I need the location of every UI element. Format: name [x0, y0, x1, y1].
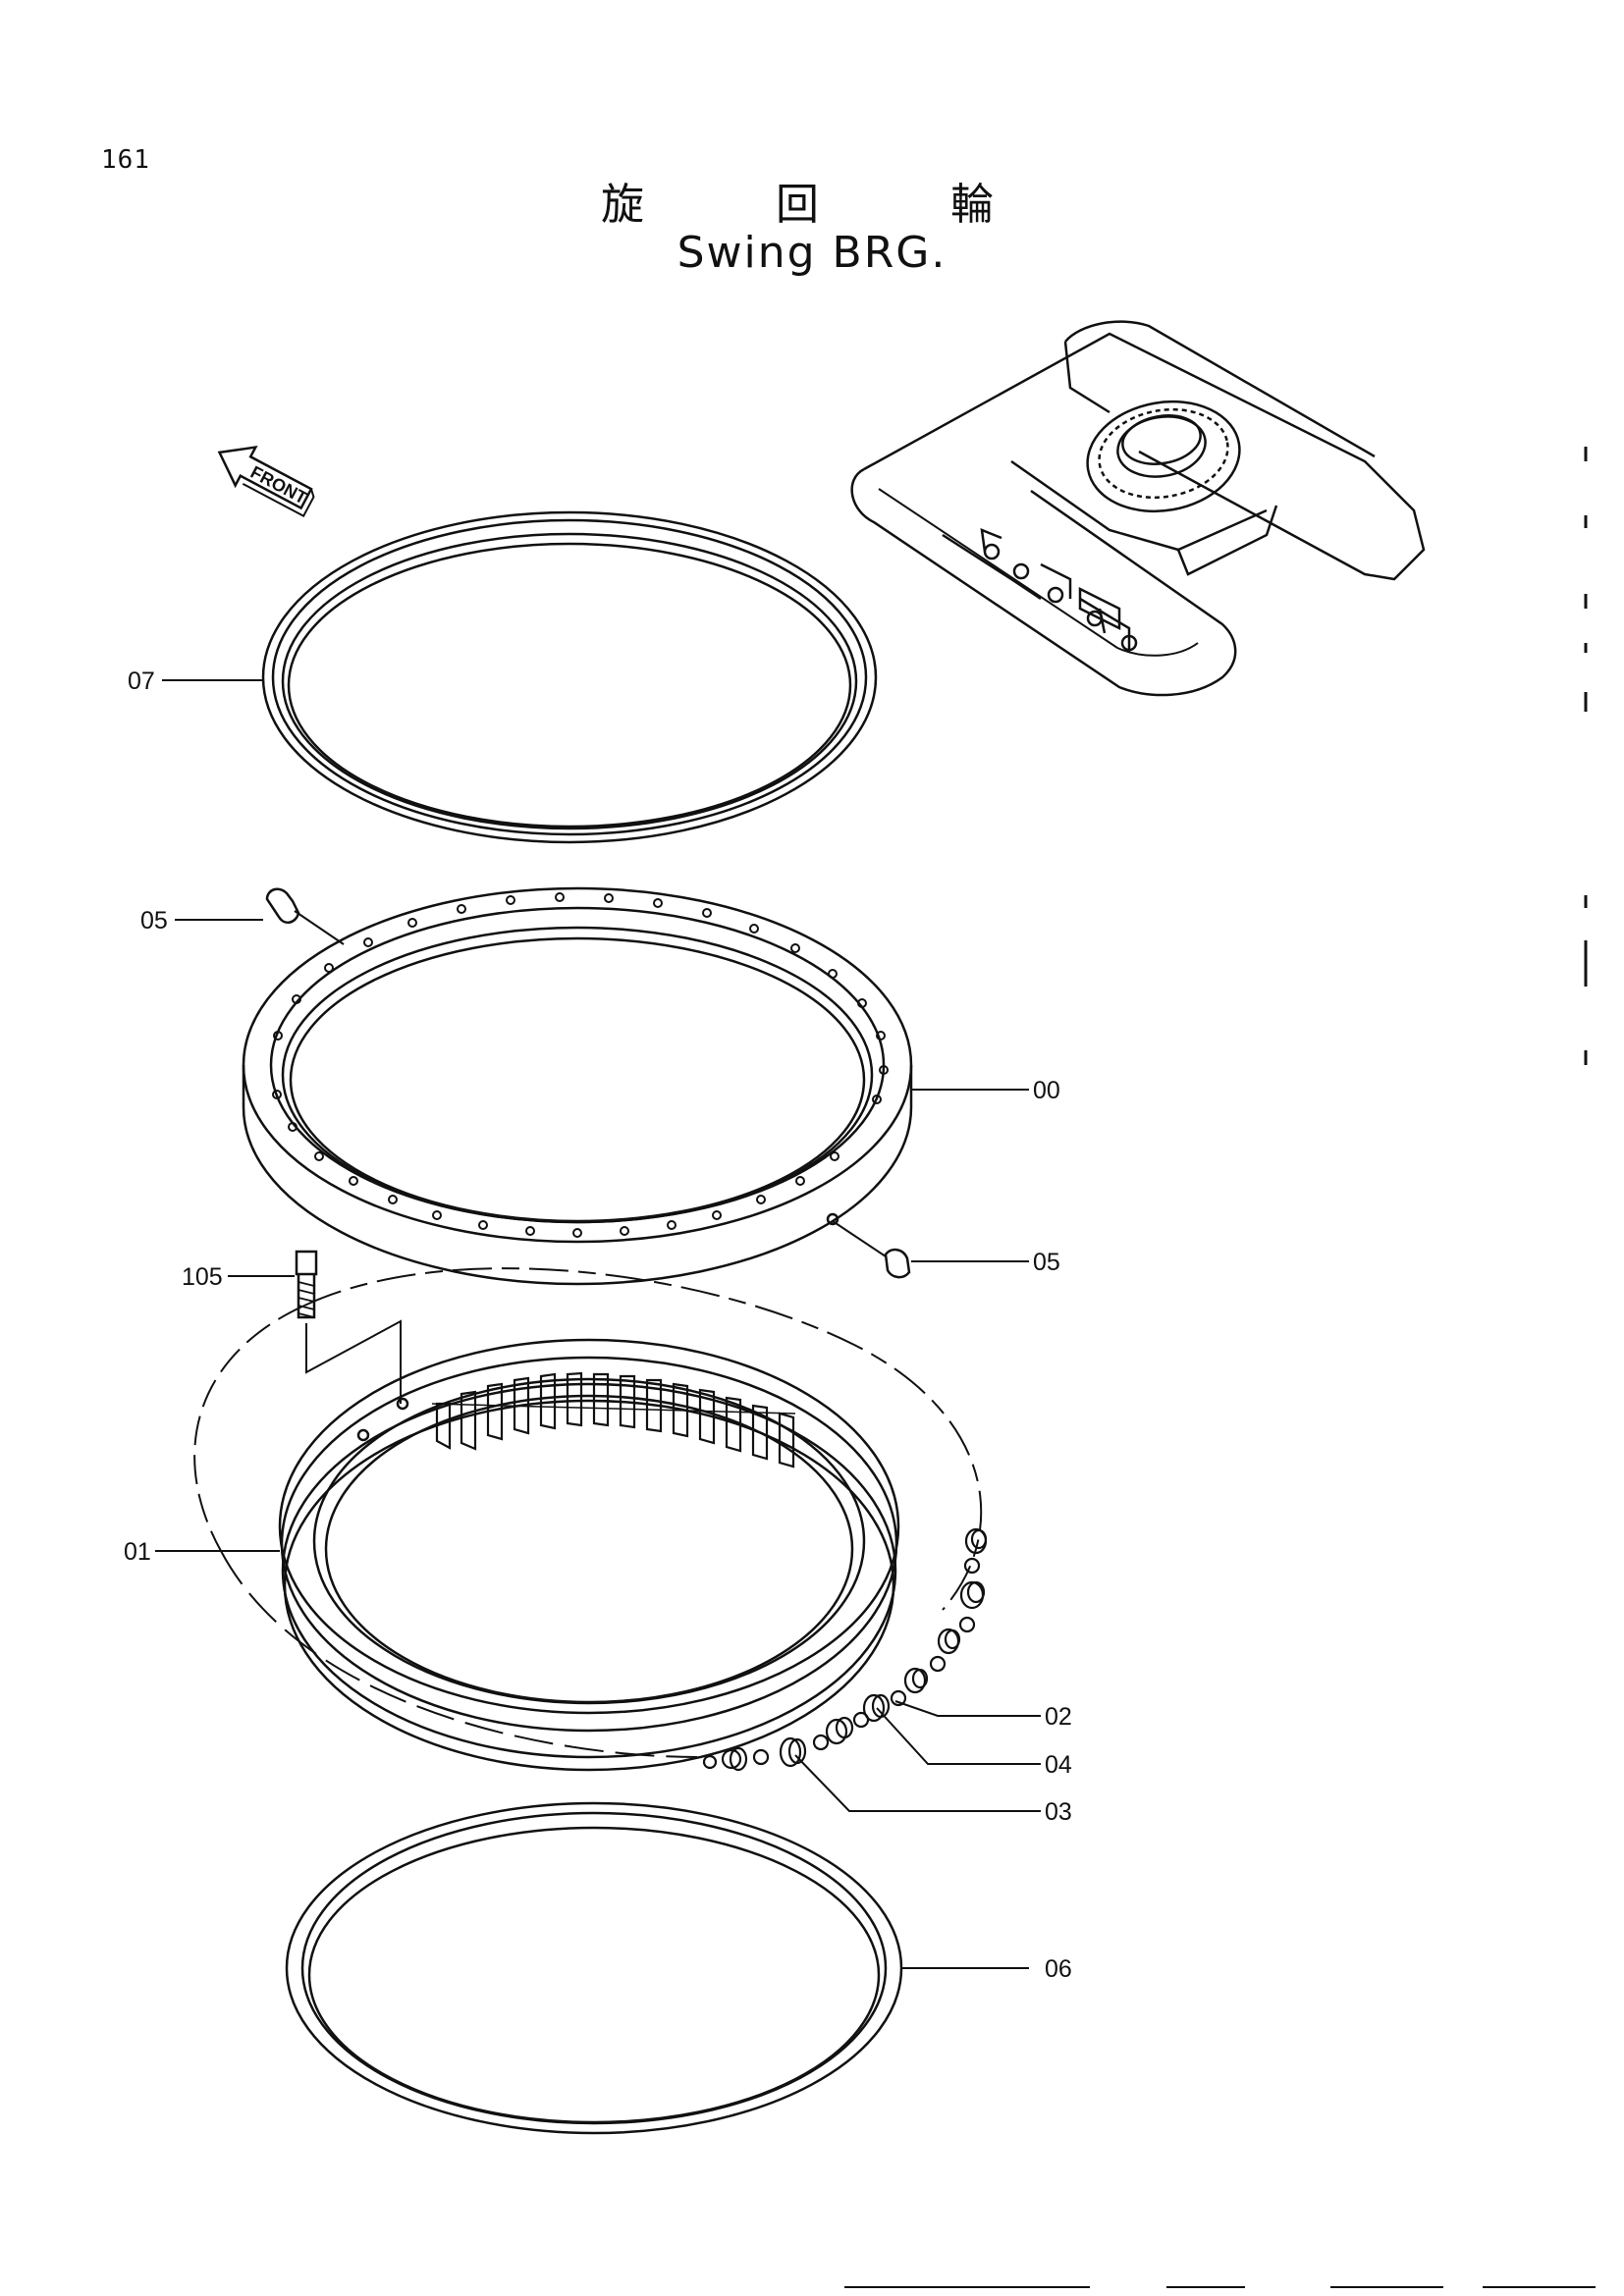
bearing-outer-ring-00: [242, 886, 913, 1286]
undercarriage-icon: [850, 320, 1426, 697]
grease-fitting-05-bottom: [832, 1220, 911, 1279]
title-japanese: 旋 回 輪: [601, 180, 1053, 230]
callout-05-top: 05: [140, 907, 168, 934]
roller-set: [702, 1527, 988, 1772]
callout-02: 02: [1045, 1703, 1072, 1731]
grease-fitting-05-top: [265, 887, 345, 945]
callout-105: 105: [182, 1263, 223, 1291]
callout-03: 03: [1045, 1798, 1072, 1826]
seal-ring-06: [285, 1801, 903, 2135]
callout-06: 06: [1045, 1955, 1072, 1983]
leader-lines: [155, 679, 1041, 1969]
front-arrow-icon: FRONT: [217, 445, 315, 518]
title-english: Swing BRG.: [677, 228, 947, 278]
seal-ring-07: [261, 510, 878, 844]
callout-05-bottom: 05: [1033, 1249, 1060, 1276]
page-number: 161: [101, 145, 150, 175]
callout-04: 04: [1045, 1751, 1072, 1779]
callout-01: 01: [124, 1538, 151, 1566]
callout-00: 00: [1033, 1077, 1060, 1104]
callout-07: 07: [128, 667, 155, 695]
gear-ring-01: [193, 1267, 983, 1772]
bolt-105: [295, 1250, 402, 1404]
